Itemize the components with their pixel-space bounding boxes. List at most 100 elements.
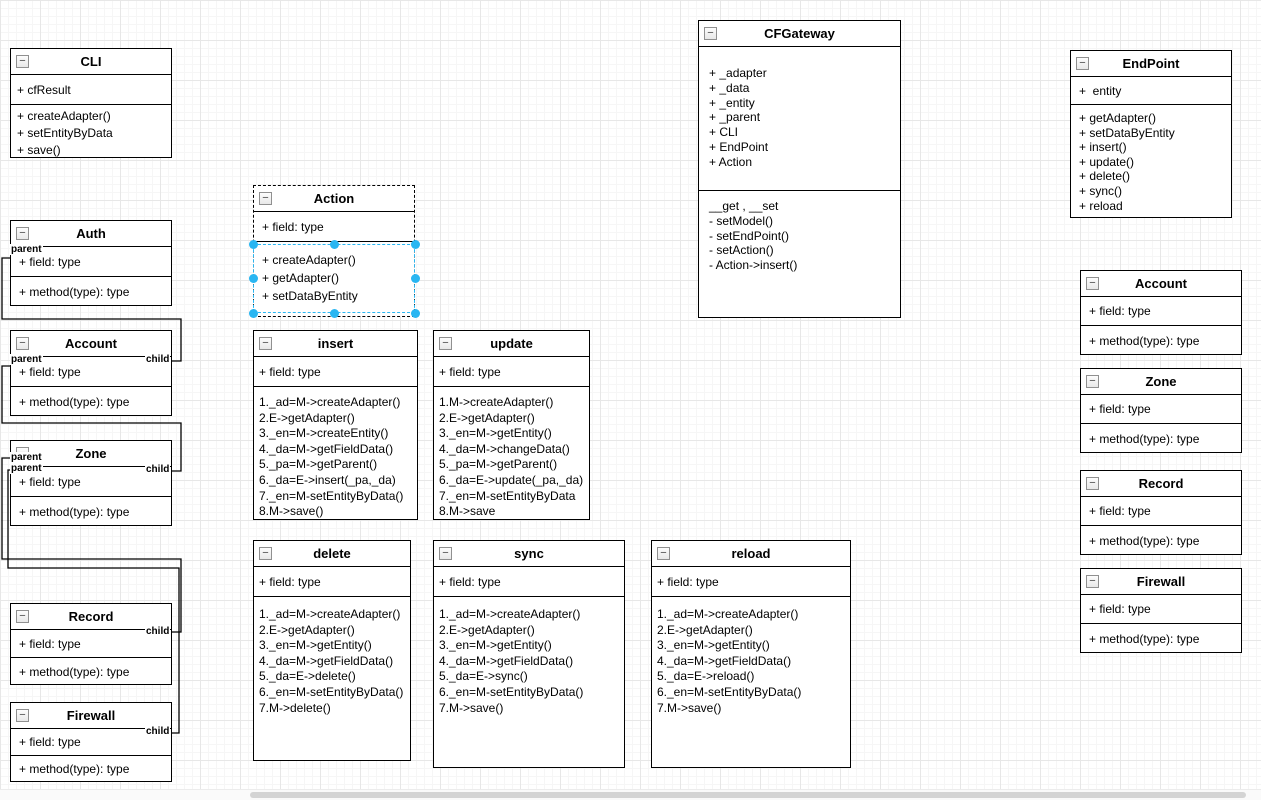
edge-zone-child-to-account-parent[interactable] [1, 365, 182, 472]
class-firewall-left[interactable]: −Firewall+ field: type+ method(type): ty… [10, 702, 172, 782]
class-section[interactable]: + field: type [254, 212, 414, 241]
class-section[interactable]: + getAdapter()+ setDataByEntity+ insert(… [1071, 104, 1231, 217]
class-section[interactable]: + field: type [652, 567, 850, 596]
collapse-icon[interactable]: − [16, 226, 29, 240]
collapse-icon[interactable]: − [439, 336, 452, 350]
class-section[interactable]: + field: type [11, 630, 171, 657]
class-account-left[interactable]: −Account+ field: type+ method(type): typ… [10, 330, 172, 416]
collapse-icon[interactable]: − [259, 336, 272, 350]
class-section[interactable]: 1.M->createAdapter()2.E->getAdapter()3._… [434, 386, 589, 519]
class-title-bar[interactable]: −Record [1081, 471, 1241, 497]
class-title-bar[interactable]: −Account [11, 331, 171, 357]
class-title-bar[interactable]: −delete [254, 541, 410, 567]
class-zone-left[interactable]: −Zone+ field: type+ method(type): type [10, 440, 172, 526]
class-section[interactable]: + method(type): type [11, 276, 171, 305]
class-title-bar[interactable]: −Zone [1081, 369, 1241, 395]
class-title-bar[interactable]: −Record [11, 604, 171, 630]
class-section[interactable]: + field: type [254, 567, 410, 596]
class-section[interactable]: + field: type [254, 357, 417, 386]
class-zone-right[interactable]: −Zone+ field: type+ method(type): type [1080, 368, 1242, 453]
class-section[interactable]: + method(type): type [11, 386, 171, 415]
class-section[interactable]: + createAdapter()+ setEntityByData+ save… [11, 104, 171, 157]
collapse-icon[interactable]: − [1086, 374, 1099, 388]
class-cfgateway[interactable]: −CFGateway+ _adapter+ _data+ _entity+ _p… [698, 20, 901, 318]
collapse-icon[interactable]: − [439, 546, 452, 560]
collapse-icon[interactable]: − [657, 546, 670, 560]
class-endpoint[interactable]: −EndPoint+ entity+ getAdapter()+ setData… [1070, 50, 1232, 218]
class-section[interactable]: + field: type [1081, 297, 1241, 325]
class-title-bar[interactable]: −Auth [11, 221, 171, 247]
class-record-left[interactable]: −Record+ field: type+ method(type): type [10, 603, 172, 685]
class-title-bar[interactable]: −EndPoint [1071, 51, 1231, 77]
class-section[interactable]: + field: type [1081, 395, 1241, 423]
collapse-icon[interactable]: − [16, 708, 29, 722]
class-section[interactable]: 1._ad=M->createAdapter()2.E->getAdapter(… [254, 596, 410, 760]
collapse-icon[interactable]: − [1086, 276, 1099, 290]
selection-handle[interactable] [248, 308, 258, 318]
class-record-right[interactable]: −Record+ field: type+ method(type): type [1080, 470, 1242, 555]
class-section[interactable]: + _adapter+ _data+ _entity+ _parent+ CLI… [699, 47, 900, 190]
selection-handle[interactable] [329, 308, 339, 318]
class-section[interactable]: + cfResult [11, 75, 171, 104]
class-section[interactable]: + field: type [11, 467, 171, 496]
class-section[interactable]: + field: type [434, 567, 624, 596]
selection-handle[interactable] [248, 239, 258, 249]
class-section[interactable]: __get , __set- setModel()- setEndPoint()… [699, 190, 900, 317]
collapse-icon[interactable]: − [16, 609, 29, 623]
collapse-icon[interactable]: − [259, 546, 272, 560]
collapse-icon[interactable]: − [16, 336, 29, 350]
class-title-bar[interactable]: −CLI [11, 49, 171, 75]
class-section[interactable]: + field: type [1081, 595, 1241, 623]
class-section[interactable]: + field: type [11, 247, 171, 276]
collapse-icon[interactable]: − [1076, 56, 1089, 70]
class-section[interactable]: + method(type): type [1081, 525, 1241, 554]
class-section[interactable]: + method(type): type [11, 657, 171, 684]
class-section[interactable]: 1._ad=M->createAdapter()2.E->getAdapter(… [254, 386, 417, 519]
class-action[interactable]: −Action+ field: type+ createAdapter()+ g… [253, 185, 415, 317]
class-title-bar[interactable]: −sync [434, 541, 624, 567]
class-section[interactable]: + field: type [11, 357, 171, 386]
class-section[interactable]: + field: type [434, 357, 589, 386]
selection-handle[interactable] [410, 308, 420, 318]
class-firewall-right[interactable]: −Firewall+ field: type+ method(type): ty… [1080, 568, 1242, 653]
class-account-right[interactable]: −Account+ field: type+ method(type): typ… [1080, 270, 1242, 355]
class-title-bar[interactable]: −CFGateway [699, 21, 900, 47]
class-section[interactable]: + method(type): type [1081, 423, 1241, 452]
collapse-icon[interactable]: − [16, 54, 29, 68]
class-section[interactable]: 1._ad=M->createAdapter()2.E->getAdapter(… [652, 596, 850, 767]
class-section[interactable]: + method(type): type [1081, 325, 1241, 354]
selection-handle[interactable] [329, 239, 339, 249]
class-section[interactable]: + entity [1071, 77, 1231, 104]
class-title-bar[interactable]: −reload [652, 541, 850, 567]
class-title-bar[interactable]: −Action [254, 186, 414, 212]
class-section[interactable]: + createAdapter()+ getAdapter()+ setData… [254, 241, 414, 316]
selection-handle[interactable] [410, 239, 420, 249]
edge-firewall-child-to-zone-parent[interactable] [7, 469, 180, 734]
collapse-icon[interactable]: − [259, 191, 272, 205]
horizontal-scrollbar-thumb[interactable] [250, 792, 1246, 798]
selection-handle[interactable] [410, 274, 420, 283]
collapse-icon[interactable]: − [1086, 476, 1099, 490]
class-section[interactable]: + field: type [1081, 497, 1241, 525]
class-section[interactable]: + method(type): type [11, 755, 171, 781]
edge-account-child-to-auth-parent[interactable] [1, 257, 182, 362]
class-section[interactable]: + method(type): type [1081, 623, 1241, 652]
class-title-bar[interactable]: −Firewall [1081, 569, 1241, 595]
class-auth[interactable]: −Auth+ field: type+ method(type): type [10, 220, 172, 306]
class-section[interactable]: + field: type [11, 729, 171, 755]
class-section[interactable]: + method(type): type [11, 496, 171, 525]
class-title-bar[interactable]: −Account [1081, 271, 1241, 297]
class-section[interactable]: 1._ad=M->createAdapter()2.E->getAdapter(… [434, 596, 624, 767]
class-cli[interactable]: −CLI+ cfResult+ createAdapter()+ setEnti… [10, 48, 172, 158]
class-title-bar[interactable]: −update [434, 331, 589, 357]
collapse-icon[interactable]: − [704, 26, 717, 40]
collapse-icon[interactable]: − [1086, 574, 1099, 588]
class-title-bar[interactable]: −insert [254, 331, 417, 357]
class-title-bar[interactable]: −Firewall [11, 703, 171, 729]
